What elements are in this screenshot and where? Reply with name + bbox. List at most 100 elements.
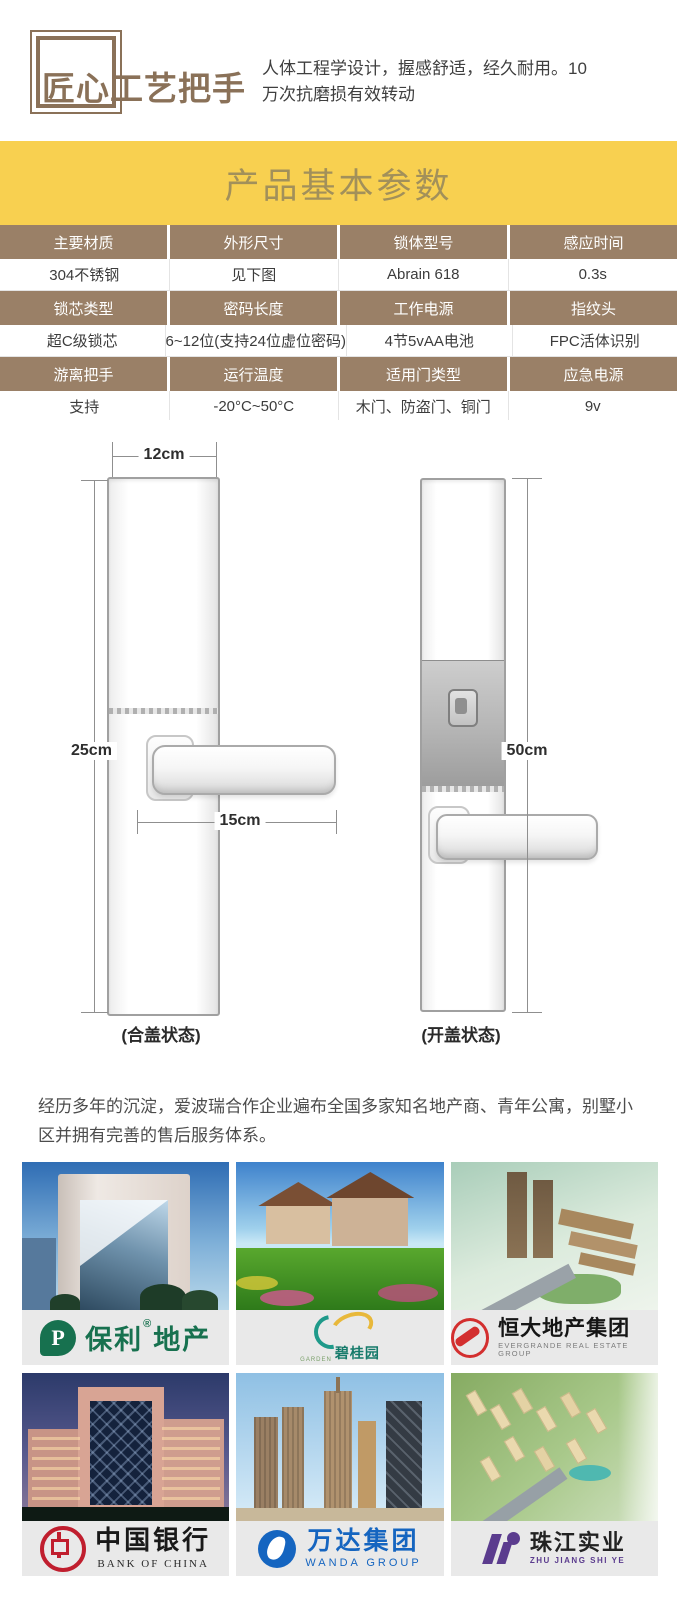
caption-open-state: (开盖状态) — [421, 1026, 501, 1045]
zhujiang-logo-text-block: 珠江实业 ZHU JIANG SHI YE — [529, 1530, 626, 1566]
partner-logo-subtext: GARDEN — [300, 1356, 332, 1363]
art-shape — [32, 1437, 80, 1507]
partner-logo-text: 珠江实业 — [529, 1530, 626, 1555]
dim-width-label: 12cm — [138, 446, 190, 464]
spec-header-cell: 感应时间 — [510, 225, 677, 259]
art-shape — [266, 1202, 331, 1244]
countrygarden-text-line: GARDEN 碧桂园 — [300, 1343, 380, 1363]
partner-logo-text: 万达集团 — [307, 1526, 420, 1555]
spec-value-cell: 4节5vAA电池 — [346, 325, 513, 357]
partners-grid: P 保利®地产 — [22, 1162, 658, 1576]
zhujiang-dot — [506, 1531, 520, 1545]
evergrande-photo — [450, 1162, 658, 1310]
partner-card-countrygarden: GARDEN 碧桂园 — [236, 1162, 444, 1365]
partner-logo-subtext: EVERGRANDE REAL ESTATE GROUP — [498, 1340, 629, 1359]
spec-value-cell: 见下图 — [169, 259, 339, 291]
dim-handle-label: 15cm — [214, 812, 266, 830]
params-banner-title: 产品基本参数 — [224, 166, 453, 206]
art-shape — [282, 1407, 305, 1509]
art-shape — [22, 1507, 230, 1521]
spec-header-cell: 适用门类型 — [340, 357, 507, 391]
evergrande-logo-text-block: 恒大地产集团 EVERGRANDE REAL ESTATE GROUP — [498, 1317, 658, 1359]
spec-value-cell: 9v — [508, 391, 677, 423]
spec-header-cell: 游离把手 — [0, 357, 167, 391]
spec-header-cell: 应急电源 — [510, 357, 677, 391]
countrygarden-photo — [236, 1162, 444, 1310]
partner-card-poly: P 保利®地产 — [22, 1162, 230, 1365]
art-shape — [557, 1208, 634, 1240]
art-shape — [568, 1465, 611, 1481]
spec-table: 主要材质 外形尺寸 锁体型号 感应时间 304不锈钢 见下图 Abrain 61… — [0, 225, 677, 423]
badge-frame — [30, 30, 122, 114]
art-shape — [585, 1407, 607, 1435]
spec-value-cell: 木门、防盗门、铜门 — [339, 391, 509, 423]
countrygarden-logo-icon — [307, 1305, 378, 1356]
art-shape — [236, 1508, 444, 1521]
art-shape — [479, 1455, 501, 1483]
door-handle-closed — [152, 745, 336, 795]
spec-header-cell: 主要材质 — [0, 225, 167, 259]
partners-intro: 经历多年的沉淀，爱波瑞合作企业遍布全国多家知名地产商、青年公寓，别墅小区并拥有完… — [38, 1097, 633, 1145]
art-shape — [617, 1373, 658, 1521]
art-shape — [559, 1391, 581, 1419]
dimension-diagram: 12cm 15cm 25cm (合盖状态) — [0, 420, 677, 1075]
art-shape — [50, 1294, 80, 1310]
art-shape — [182, 1290, 218, 1310]
art-shape — [162, 1427, 220, 1507]
boc-logo-icon — [40, 1525, 87, 1572]
partners-section: 经历多年的沉淀，爱波瑞合作企业遍布全国多家知名地产商、青年公寓，别墅小区并拥有完… — [0, 1075, 677, 1600]
partner-logo-text: 保利®地产 — [85, 1318, 211, 1357]
wanda-sail — [265, 1533, 287, 1562]
partner-card-boc: 中国银行 BANK OF CHINA — [22, 1373, 230, 1576]
section-description: 人体工程学设计，握感舒适，经久耐用。10万次抗磨损有效转动 — [262, 59, 587, 105]
partner-logo-strip: 中国银行 BANK OF CHINA — [22, 1521, 230, 1576]
dim-height-label-open: 50cm — [501, 742, 553, 760]
badge-frame-inner — [36, 36, 116, 108]
wanda-photo — [236, 1373, 444, 1521]
art-shape — [465, 1389, 487, 1417]
art-shape — [506, 1172, 527, 1258]
art-shape — [140, 1284, 186, 1310]
wanda-logo-text-block: 万达集团 WANDA GROUP — [305, 1526, 422, 1570]
evergrande-logo-icon — [450, 1317, 490, 1358]
plate-seam — [109, 708, 218, 714]
zhujiang-photo — [450, 1373, 658, 1521]
zhujiang-logo-icon — [481, 1530, 521, 1568]
boc-coin-square — [51, 1538, 70, 1555]
spec-value-row: 支持 -20°C~50°C 木门、防盗门、铜门 9v — [0, 391, 677, 423]
dim-tick — [216, 442, 217, 478]
art-shape — [489, 1403, 511, 1431]
partner-logo-text: 中国银行 — [95, 1526, 212, 1556]
spec-value-row: 304不锈钢 见下图 Abrain 618 0.3s — [0, 259, 677, 291]
partner-logo-strip: 珠江实业 ZHU JIANG SHI YE — [450, 1521, 658, 1576]
wanda-logo-icon — [258, 1529, 297, 1568]
dim-tick — [137, 810, 138, 834]
partner-logo-subtext: ZHU JIANG SHI YE — [529, 1556, 626, 1566]
section-badge-title: 匠心工艺把手 — [42, 70, 246, 107]
partner-logo-subtext: WANDA GROUP — [305, 1557, 422, 1570]
dim-height-label-closed: 25cm — [65, 742, 117, 760]
poly-logo-icon: P — [40, 1319, 77, 1356]
spec-value-cell: 304不锈钢 — [0, 259, 170, 291]
lock-plate-open — [420, 478, 506, 1012]
spec-header-row: 主要材质 外形尺寸 锁体型号 感应时间 — [0, 225, 677, 259]
art-shape — [503, 1435, 525, 1463]
art-shape — [450, 1467, 568, 1521]
art-shape — [90, 1401, 152, 1505]
spec-value-row: 超C级锁芯 6~12位(支持24位虚位密码) 4节5vAA电池 FPC活体识别 — [0, 325, 677, 357]
spec-value-cell: FPC活体识别 — [512, 325, 677, 357]
evergrande-ribbon — [453, 1324, 481, 1348]
partner-logo-strip: GARDEN 碧桂园 — [236, 1305, 444, 1365]
boc-logo-text-block: 中国银行 BANK OF CHINA — [95, 1527, 211, 1570]
params-banner: 产品基本参数 — [0, 141, 677, 225]
partner-card-zhujiang: 珠江实业 ZHU JIANG SHI YE — [450, 1373, 658, 1576]
plate-seam — [422, 786, 504, 792]
dim-tick — [81, 1012, 108, 1013]
dim-tick — [81, 480, 108, 481]
spec-header-cell: 指纹头 — [510, 291, 677, 325]
partner-logo-strip: 恒大地产集团 EVERGRANDE REAL ESTATE GROUP — [450, 1310, 658, 1365]
spec-value-cell: Abrain 618 — [339, 259, 509, 291]
art-shape — [254, 1417, 279, 1509]
partner-card-evergrande: 恒大地产集团 EVERGRANDE REAL ESTATE GROUP — [450, 1162, 658, 1365]
